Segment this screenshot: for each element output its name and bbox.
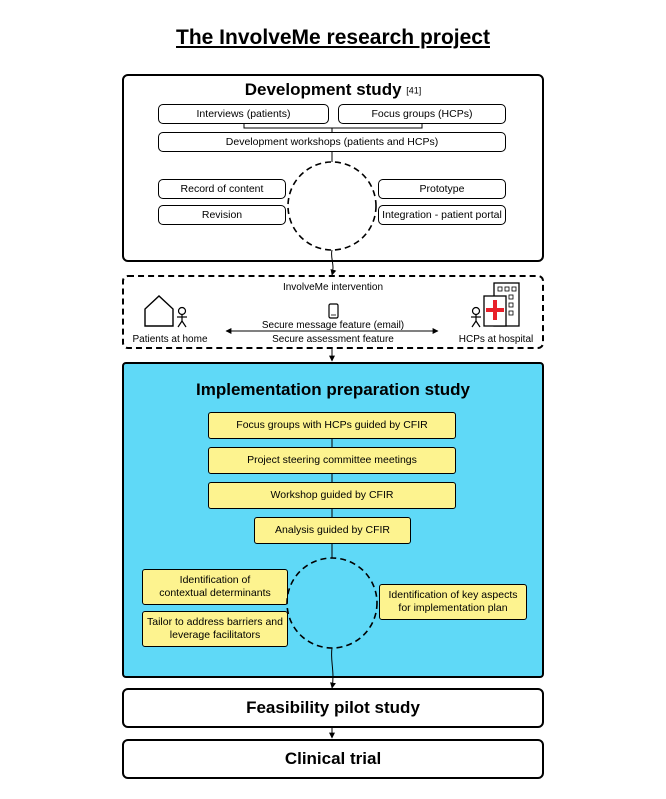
tailor-line-2: leverage facilitators (169, 629, 261, 641)
development-study-panel (122, 74, 544, 262)
secure-assessment-label: Secure assessment feature (272, 334, 394, 345)
interviews-box: Interviews (patients) (158, 104, 329, 124)
intervention-heading: InvolveMe intervention (282, 282, 384, 293)
page-title: The InvolveMe research project (176, 26, 490, 49)
development-study-title: Development study (244, 80, 402, 99)
focus-groups-box: Focus groups (HCPs) (338, 104, 506, 124)
steering-committee-box: Project steering committee meetings (208, 447, 456, 474)
development-study-heading: Development study [41] (122, 80, 544, 100)
development-study-reference: [41] (406, 85, 422, 96)
key-aspects-line-1: Identification of key aspects (388, 589, 518, 601)
revision-box: Revision (158, 205, 286, 225)
patients-at-home-label: Patients at home (132, 334, 208, 345)
clinical-trial-box: Clinical trial (122, 739, 544, 779)
contextual-determinants-line-1: Identification of (179, 574, 251, 586)
analysis-cfir-box: Analysis guided by CFIR (254, 517, 411, 544)
key-aspects-box: Identification of key aspects for implem… (379, 584, 527, 620)
integration-box: Integration - patient portal (378, 205, 506, 225)
key-aspects-line-2: for implementation plan (398, 602, 508, 614)
tailor-box: Tailor to address barriers and leverage … (142, 611, 288, 647)
prototype-box: Prototype (378, 179, 506, 199)
implementation-study-heading: Implementation preparation study (196, 380, 470, 399)
secure-message-label: Secure message feature (email) (261, 320, 405, 331)
workshop-cfir-box: Workshop guided by CFIR (208, 482, 456, 509)
record-of-content-box: Record of content (158, 179, 286, 199)
feasibility-pilot-box: Feasibility pilot study (122, 688, 544, 728)
contextual-determinants-line-2: contextual determinants (159, 587, 271, 599)
focus-groups-cfir-box: Focus groups with HCPs guided by CFIR (208, 412, 456, 439)
contextual-determinants-box: Identification of contextual determinant… (142, 569, 288, 605)
development-workshops-box: Development workshops (patients and HCPs… (158, 132, 506, 152)
tailor-line-1: Tailor to address barriers and (147, 616, 283, 628)
hcps-at-hospital-label: HCPs at hospital (458, 334, 534, 345)
